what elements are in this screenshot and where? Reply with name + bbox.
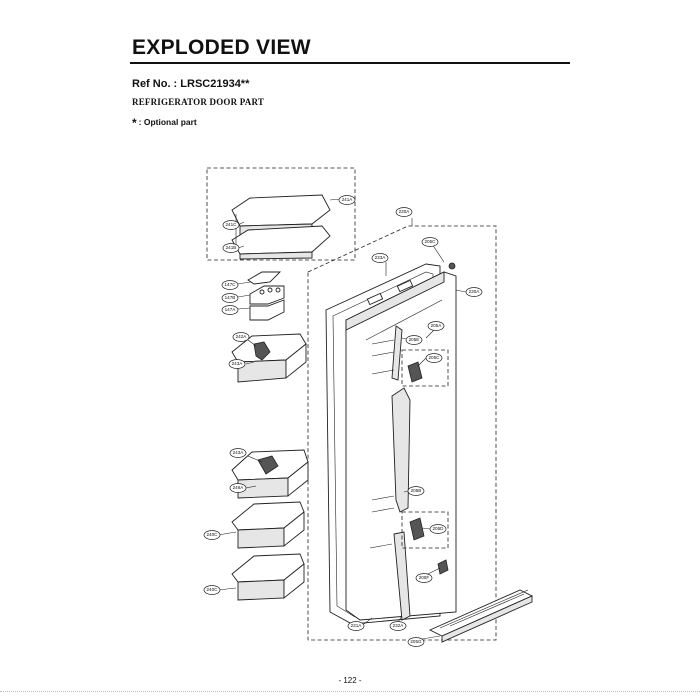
top-bin-part bbox=[231, 194, 331, 260]
svg-text:243A: 243A bbox=[233, 450, 245, 455]
callout-232A: 232A bbox=[389, 621, 407, 631]
callout-242A: 242A bbox=[232, 332, 250, 342]
callout-147A: 147A bbox=[221, 305, 239, 315]
callout-231A: 231A bbox=[347, 621, 365, 631]
optional-bin-box bbox=[206, 167, 356, 261]
callout-233A: 233A bbox=[371, 253, 389, 263]
callout-147B: 147B bbox=[221, 293, 239, 303]
optional-note-text: : Optional part bbox=[138, 117, 197, 127]
callout-230A: 230A bbox=[395, 207, 413, 217]
ref-number: Ref No. : LRSC21934** bbox=[132, 78, 250, 90]
svg-text:243A: 243A bbox=[232, 361, 244, 366]
svg-text:232A: 232A bbox=[393, 623, 405, 628]
part-title: REFRIGERATOR DOOR PART bbox=[132, 97, 265, 107]
page-number: - 122 - bbox=[338, 676, 362, 685]
footer-rule bbox=[0, 691, 700, 692]
door-bin-upper-part bbox=[231, 333, 307, 383]
svg-text:147C: 147C bbox=[225, 282, 237, 287]
callout-243A-2: 243A bbox=[229, 448, 247, 458]
callout-205A: 205A bbox=[427, 321, 445, 331]
callout-241B: 241B bbox=[222, 243, 240, 253]
egg-tray-part bbox=[247, 271, 285, 321]
bottom-cover-part bbox=[428, 589, 534, 643]
callout-205D: 205D bbox=[429, 524, 447, 534]
leader-lines bbox=[217, 198, 467, 641]
callout-205G: 205G bbox=[407, 637, 425, 647]
door-bin-lower-part-2 bbox=[231, 553, 305, 601]
handle-cap-box bbox=[401, 349, 449, 387]
svg-text:230A: 230A bbox=[469, 289, 481, 294]
door-bin-lower-part-1 bbox=[231, 501, 305, 549]
svg-text:242A: 242A bbox=[236, 334, 248, 339]
callout-240C-2: 240C bbox=[203, 585, 221, 595]
callout-240C: 240C bbox=[203, 530, 221, 540]
callout-241C: 241C bbox=[222, 220, 240, 230]
callout-246A: 246A bbox=[229, 483, 247, 493]
callout-243A: 243A bbox=[228, 359, 246, 369]
svg-text:241B: 241B bbox=[226, 245, 237, 250]
svg-text:231A: 231A bbox=[351, 623, 363, 628]
svg-text:240C: 240C bbox=[207, 532, 219, 537]
callout-147C: 147C bbox=[221, 280, 239, 290]
svg-text:205B: 205B bbox=[411, 488, 422, 493]
svg-text:205A: 205A bbox=[431, 323, 443, 328]
svg-text:205E: 205E bbox=[409, 337, 420, 342]
callout-205E: 205E bbox=[405, 335, 423, 345]
callout-230A-2: 230A bbox=[465, 287, 483, 297]
callout-241A: 241A bbox=[338, 195, 356, 205]
title-rule bbox=[130, 62, 570, 64]
svg-text:147A: 147A bbox=[225, 307, 237, 312]
hinge-clip-part bbox=[437, 559, 449, 575]
callout-205F: 205F bbox=[415, 573, 433, 583]
svg-text:147B: 147B bbox=[225, 295, 236, 300]
callout-205C: 205C bbox=[421, 237, 439, 247]
svg-text:205F: 205F bbox=[419, 575, 430, 580]
svg-text:240C: 240C bbox=[207, 587, 219, 592]
door-handle-part bbox=[369, 325, 425, 621]
callout-205C-2: 205C bbox=[425, 353, 443, 363]
svg-text:230A: 230A bbox=[399, 209, 411, 214]
svg-text:205D: 205D bbox=[433, 526, 445, 531]
svg-text:246A: 246A bbox=[233, 485, 245, 490]
optional-note: *: Optional part bbox=[132, 116, 197, 130]
handle-bracket-box bbox=[401, 511, 449, 549]
door-outline bbox=[307, 225, 497, 641]
svg-text:233A: 233A bbox=[375, 255, 387, 260]
svg-text:205C: 205C bbox=[425, 239, 437, 244]
optional-star: * bbox=[132, 116, 137, 130]
svg-text:205C: 205C bbox=[429, 355, 441, 360]
callout-205B: 205B bbox=[407, 486, 425, 496]
svg-text:241C: 241C bbox=[226, 222, 238, 227]
svg-text:241A: 241A bbox=[342, 197, 354, 202]
svg-text:205G: 205G bbox=[410, 639, 422, 644]
page-title: EXPLODED VIEW bbox=[132, 36, 311, 59]
